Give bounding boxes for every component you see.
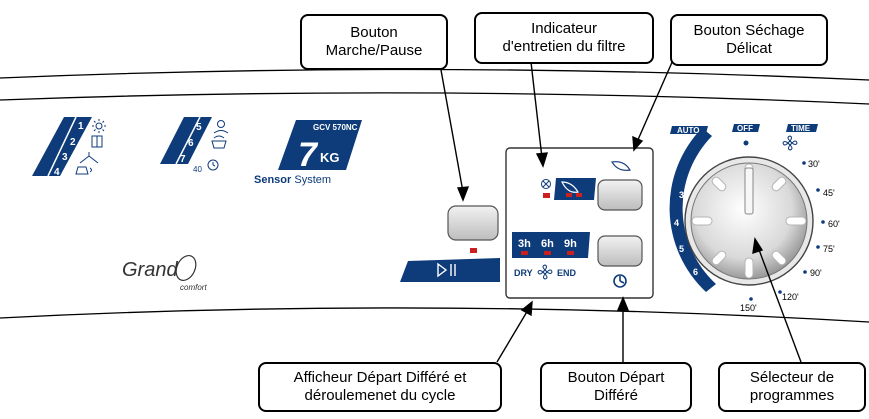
temperature-label: 40 bbox=[193, 165, 202, 174]
selector-knob[interactable] bbox=[690, 162, 808, 280]
program-number: 2 bbox=[70, 137, 76, 148]
panel-top-edge bbox=[0, 68, 869, 81]
panel-inner-top-edge bbox=[0, 92, 869, 105]
basket-icon bbox=[211, 135, 227, 149]
capacity-badge: GCV 570NC 7 KG bbox=[278, 120, 362, 174]
callout-filter-indicator: Indicateur d'entretien du filtre bbox=[474, 12, 654, 64]
time-value: 150' bbox=[740, 303, 757, 313]
wardrobe-icon bbox=[91, 135, 103, 148]
auto-number: 6 bbox=[693, 267, 698, 277]
program-number: 5 bbox=[196, 122, 202, 133]
gentle-dry-button[interactable] bbox=[597, 179, 643, 211]
auto-number: 1 bbox=[717, 149, 722, 159]
time-value: 120' bbox=[782, 292, 799, 302]
program-band-mid: 5 6 7 40 bbox=[160, 116, 229, 174]
time-value: 75' bbox=[823, 244, 835, 254]
sun-icon bbox=[92, 119, 106, 133]
time-value: 90' bbox=[810, 268, 822, 278]
iron-icon bbox=[75, 166, 92, 175]
time-label: TIME bbox=[791, 124, 811, 133]
cycle-end-label: END bbox=[557, 268, 577, 278]
delay-option: 3h bbox=[518, 238, 531, 250]
auto-number: 2 bbox=[693, 165, 698, 175]
delay-option: 9h bbox=[564, 238, 577, 250]
filter-led bbox=[543, 193, 550, 198]
play-pause-badge bbox=[400, 258, 500, 282]
gentle-dry-badge bbox=[554, 178, 596, 200]
callout-program-selector: Sélecteur de programmes bbox=[718, 362, 866, 412]
hanger-icon bbox=[79, 152, 99, 164]
off-dot bbox=[743, 140, 749, 146]
program-number: 6 bbox=[188, 138, 194, 149]
program-selector: AUTO OFF TIME 1 2 3 4 5 6 7 30' 45' 60' … bbox=[669, 124, 840, 313]
filter-icon bbox=[541, 179, 551, 189]
callout-delay-display: Afficheur Départ Différé et déroulemenet… bbox=[258, 362, 502, 412]
grand-comfort-logo: Grand comfort bbox=[122, 255, 207, 292]
start-pause-led bbox=[470, 248, 477, 253]
cycle-dry-label: DRY bbox=[514, 268, 533, 278]
time-value: 45' bbox=[823, 188, 835, 198]
auto-label: AUTO bbox=[677, 126, 700, 135]
callout-gentle-dry: Bouton Séchage Délicat bbox=[670, 14, 828, 66]
auto-arc bbox=[669, 128, 716, 292]
wool-icon bbox=[213, 120, 229, 134]
program-number: 7 bbox=[180, 154, 186, 165]
brand-name: Grand bbox=[122, 259, 178, 281]
start-pause-control bbox=[400, 205, 500, 282]
time-dots bbox=[749, 161, 825, 301]
program-band-left: 1 2 3 4 bbox=[32, 116, 106, 178]
timer-icon bbox=[207, 159, 219, 171]
off-label: OFF bbox=[737, 124, 753, 133]
clock-icon bbox=[613, 274, 627, 288]
auto-number: 5 bbox=[679, 244, 684, 254]
sensor-system-label: Sensor System bbox=[254, 174, 331, 186]
start-pause-button[interactable] bbox=[447, 205, 499, 241]
delay-led bbox=[521, 251, 528, 255]
delay-led bbox=[544, 251, 551, 255]
capacity-number: 7 bbox=[298, 136, 319, 174]
delay-start-button[interactable] bbox=[597, 235, 643, 267]
model-label: GCV 570NC bbox=[313, 123, 358, 132]
program-number: 4 bbox=[54, 167, 60, 178]
brand-sub: comfort bbox=[180, 283, 207, 292]
delay-display-module: 3h 6h 9h DRY END bbox=[505, 147, 654, 299]
delay-led bbox=[567, 251, 574, 255]
auto-number: 3 bbox=[679, 190, 684, 200]
time-value: 30' bbox=[808, 159, 820, 169]
gentle-dry-led bbox=[566, 193, 572, 197]
callout-arrows bbox=[440, 59, 802, 363]
callout-delay-start: Bouton Départ Différé bbox=[540, 362, 692, 412]
auto-number: 4 bbox=[674, 218, 679, 228]
play-pause-icon bbox=[437, 262, 456, 278]
knob-pointer bbox=[744, 167, 754, 215]
gentle-dry-led-2 bbox=[576, 193, 582, 197]
fan-icon bbox=[782, 135, 798, 151]
auto-number: 7 bbox=[717, 284, 722, 294]
sensor-bold: Sensor bbox=[254, 174, 292, 186]
delay-option: 6h bbox=[541, 238, 554, 250]
fan-icon bbox=[537, 264, 553, 280]
feather-icon bbox=[561, 181, 579, 193]
callout-start-pause: Bouton Marche/Pause bbox=[300, 14, 448, 70]
feather-icon bbox=[611, 161, 631, 171]
knob-grips bbox=[691, 163, 807, 279]
time-value: 60' bbox=[828, 219, 840, 229]
program-number: 1 bbox=[78, 121, 84, 132]
sensor-rest: System bbox=[291, 174, 331, 186]
program-number: 3 bbox=[62, 152, 68, 163]
capacity-unit: KG bbox=[320, 150, 340, 165]
panel-bottom-edge bbox=[0, 307, 869, 323]
